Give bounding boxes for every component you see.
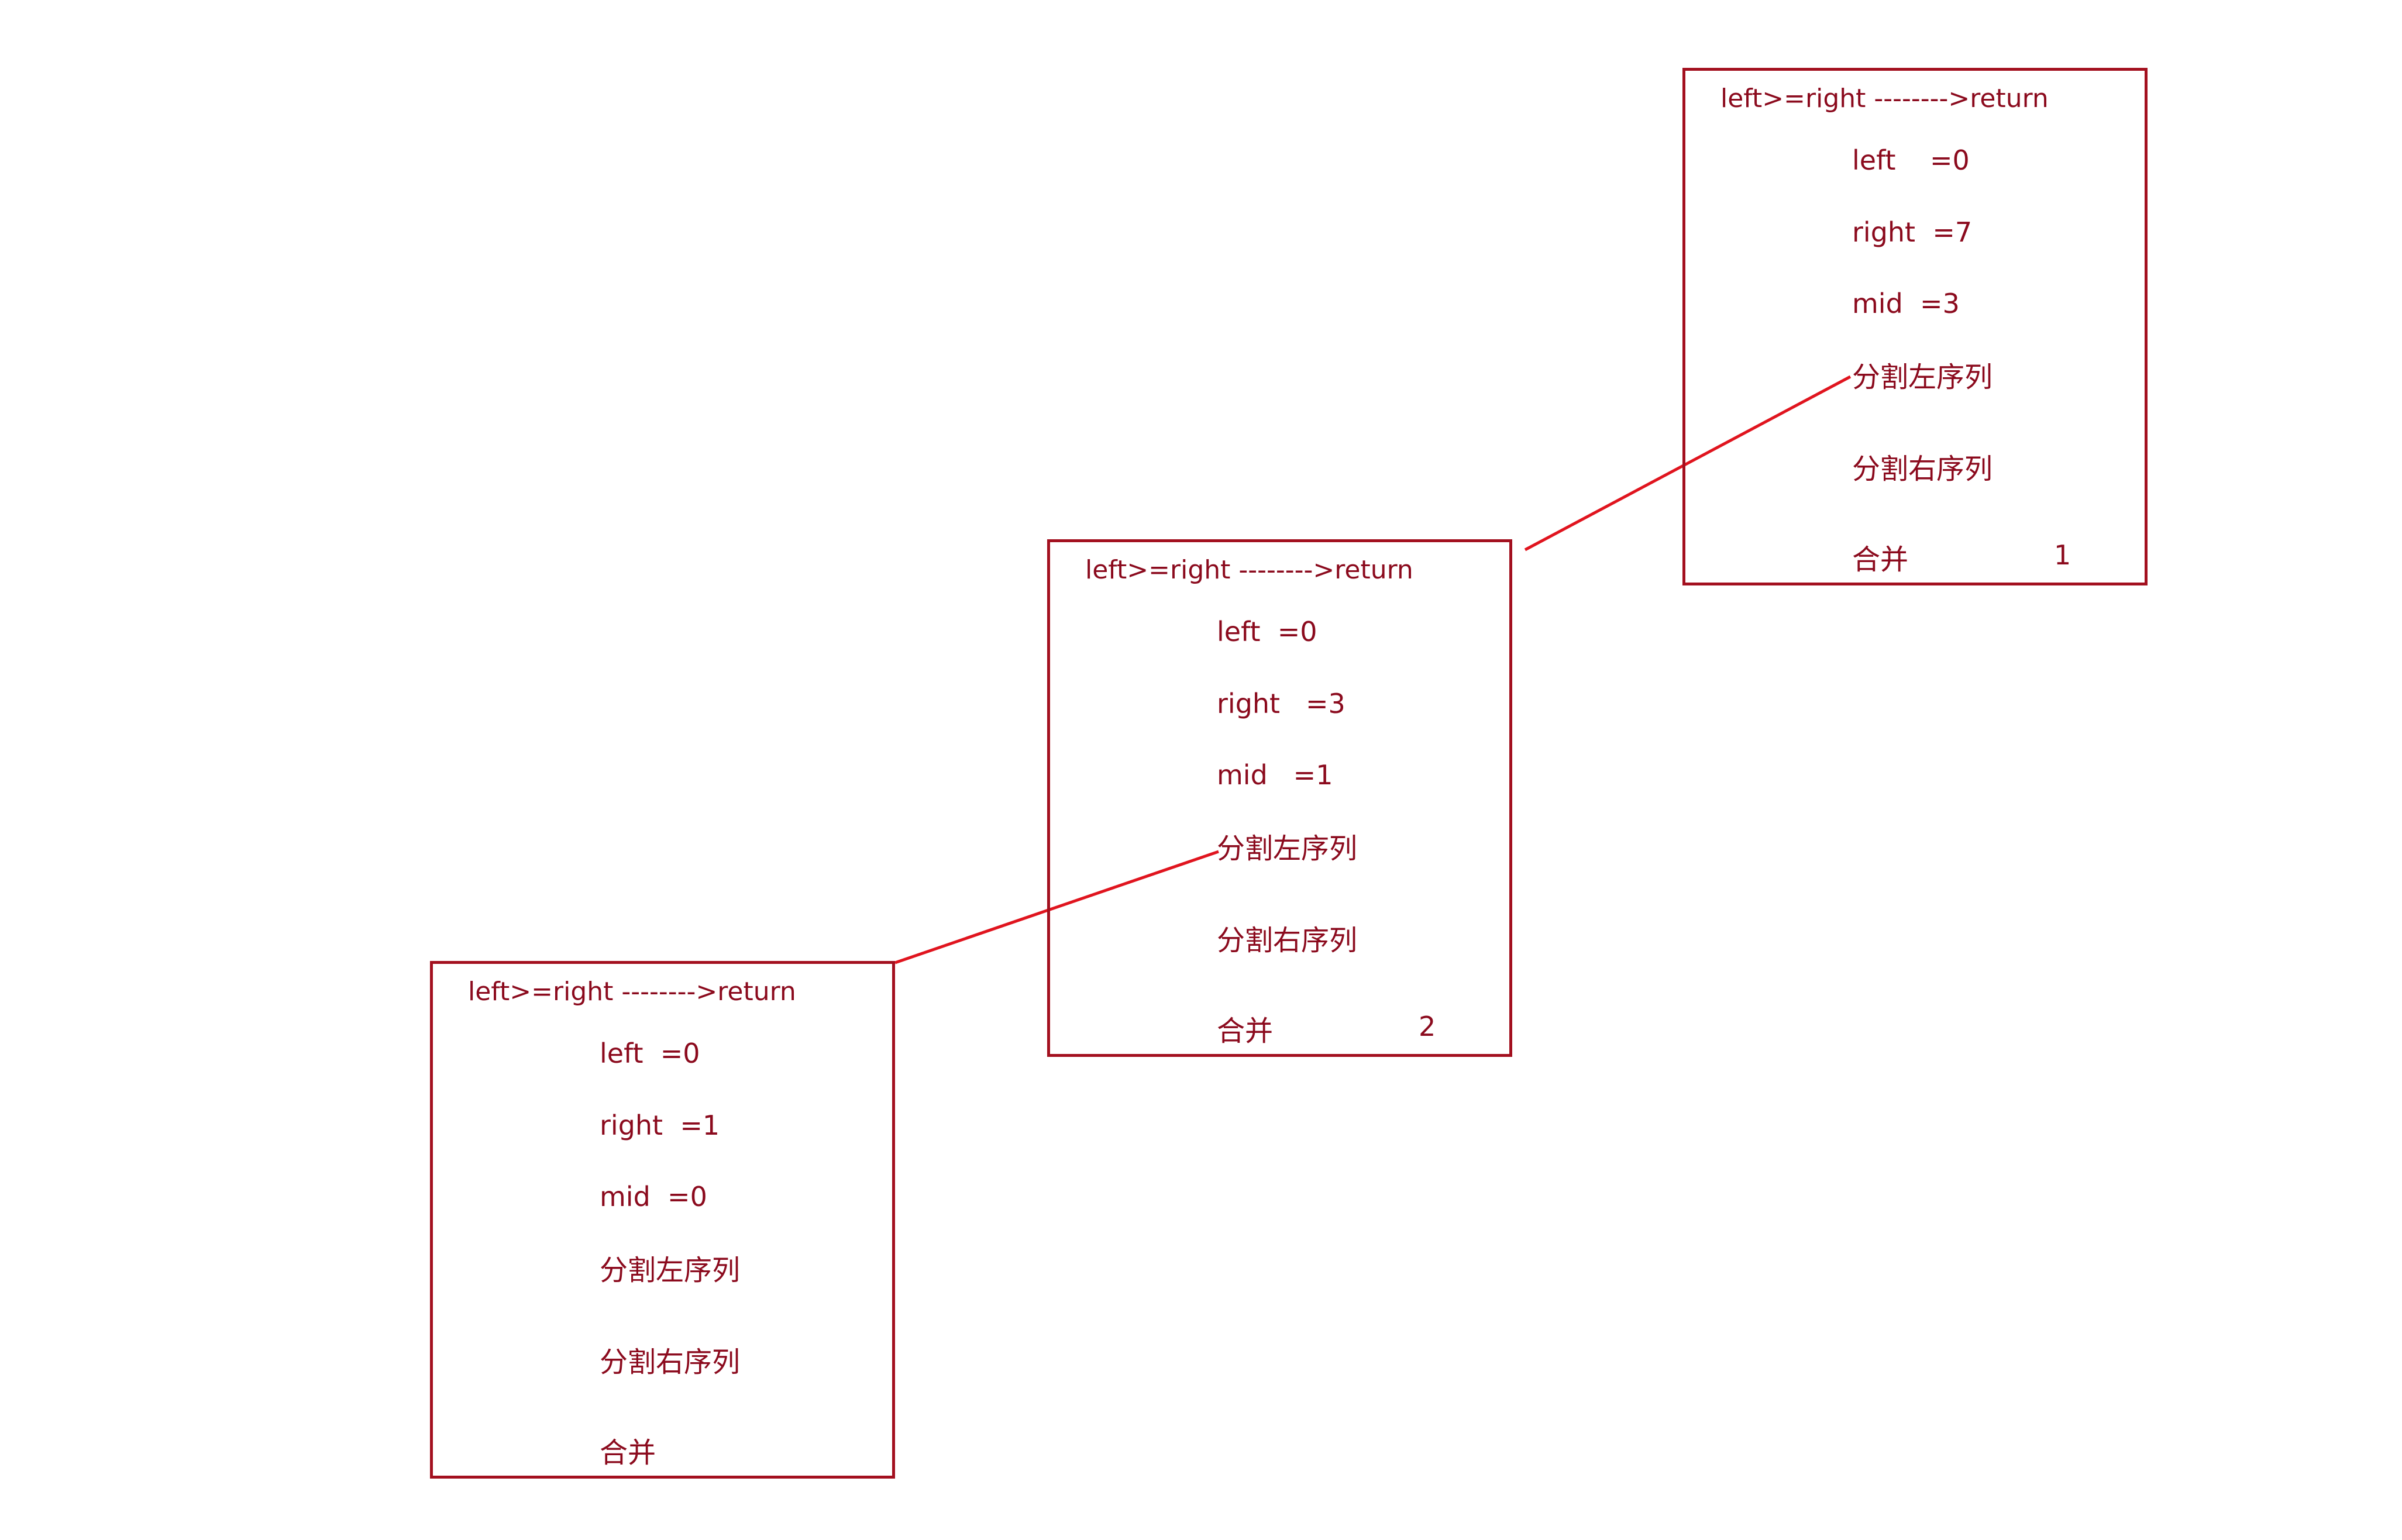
merge-step: 合并 [1852,543,1909,576]
return-condition: left>=right -------->return [1085,555,1413,585]
right-value: right =3 [1217,688,1345,719]
stack-frame-3: left>=right -------->return left =0 righ… [430,961,895,1479]
stack-frame-2: left>=right -------->return left =0 righ… [1047,539,1512,1057]
merge-step: 合并 [600,1436,656,1469]
connector-frame1-to-frame2 [1524,375,1852,552]
split-left-step: 分割左序列 [1217,832,1358,865]
left-value: left =0 [1852,144,1970,176]
left-value: left =0 [600,1038,700,1069]
mid-value: mid =3 [1852,288,1960,319]
mid-value: mid =0 [600,1181,707,1212]
left-value: left =0 [1217,616,1317,647]
return-condition: left>=right -------->return [1720,84,2049,113]
stack-frame-1: left>=right -------->return left =0 righ… [1682,68,2148,585]
split-right-step: 分割右序列 [1852,453,1993,485]
return-condition: left>=right -------->return [468,977,796,1007]
split-left-step: 分割左序列 [600,1254,741,1287]
right-value: right =7 [1852,216,1973,248]
right-value: right =1 [600,1110,720,1141]
split-left-step: 分割左序列 [1852,361,1993,394]
split-right-step: 分割右序列 [1217,924,1358,957]
merge-step: 合并 [1217,1015,1274,1048]
mid-value: mid =1 [1217,759,1333,791]
connector-frame2-to-frame3 [894,850,1219,964]
frame-number: 2 [1419,1011,1436,1042]
frame-number: 1 [2054,539,2071,571]
split-right-step: 分割右序列 [600,1346,741,1379]
